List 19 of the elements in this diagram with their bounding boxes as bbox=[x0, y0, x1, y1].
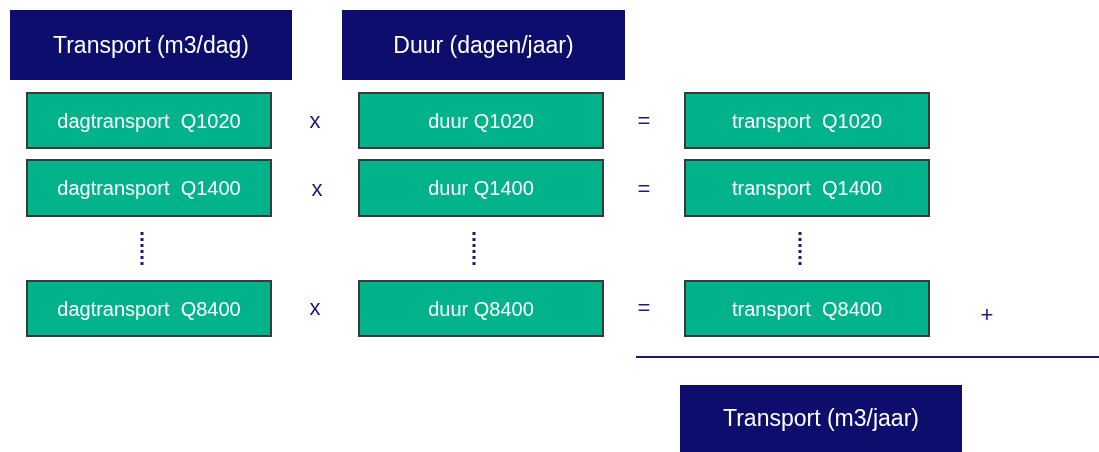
operator: + bbox=[980, 304, 994, 326]
operator: = bbox=[637, 110, 651, 132]
operator: = bbox=[637, 178, 651, 200]
value-box: transport Q8400 bbox=[684, 280, 930, 337]
operator: x bbox=[309, 297, 321, 319]
value-box: dagtransport Q1400 bbox=[26, 159, 272, 217]
operator: x bbox=[309, 110, 321, 132]
header-box: Duur (dagen/jaar) bbox=[342, 10, 625, 80]
operator: = bbox=[637, 297, 651, 319]
header-box: Transport (m3/dag) bbox=[10, 10, 292, 80]
header-box: Transport (m3/jaar) bbox=[680, 385, 962, 452]
value-box: transport Q1020 bbox=[684, 92, 930, 149]
value-box: transport Q1400 bbox=[684, 159, 930, 217]
value-box: dagtransport Q8400 bbox=[26, 280, 272, 337]
value-box: duur Q1020 bbox=[358, 92, 604, 149]
value-box: dagtransport Q1020 bbox=[26, 92, 272, 149]
value-box: duur Q8400 bbox=[358, 280, 604, 337]
value-box: duur Q1400 bbox=[358, 159, 604, 217]
operator: x bbox=[311, 178, 323, 200]
